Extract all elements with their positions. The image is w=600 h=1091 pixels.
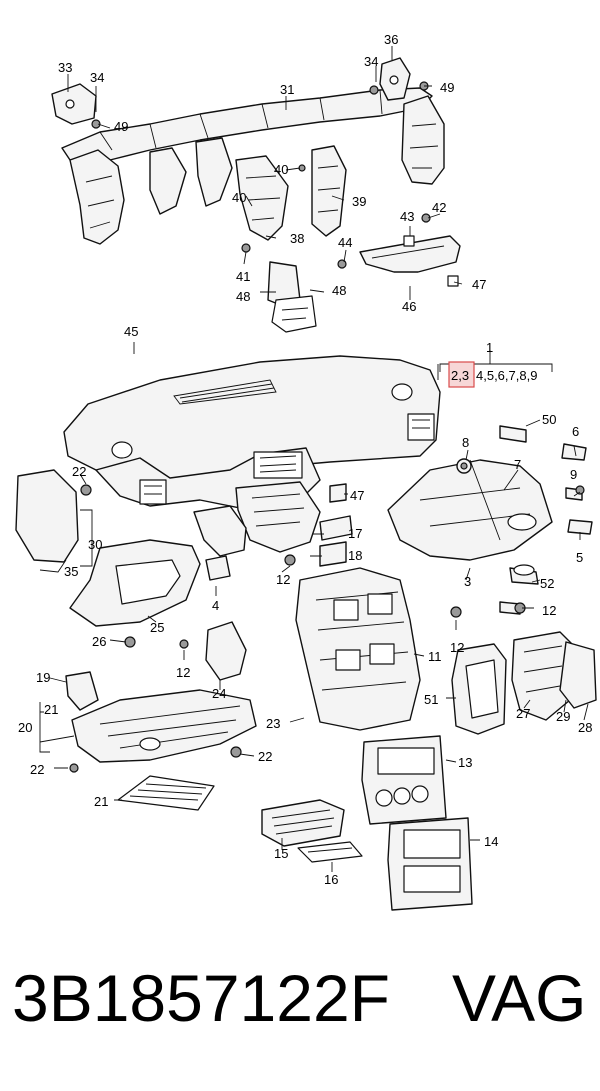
callout-c27: 27 <box>516 706 530 721</box>
callout-c21a: 21 <box>44 702 58 717</box>
callout-c20: 20 <box>18 720 32 735</box>
callout-c40a: 40 <box>274 162 288 177</box>
callout-c4: 4 <box>212 598 219 613</box>
callout-c52: 52 <box>540 576 554 591</box>
callout-c45: 45 <box>124 324 138 339</box>
callout-c43: 43 <box>400 209 414 224</box>
fasteners <box>69 81 585 773</box>
callout-c50: 50 <box>542 412 556 427</box>
callout-c9: 9 <box>570 467 577 482</box>
callout-c44: 44 <box>338 235 352 250</box>
cross-member-assembly <box>51 57 461 333</box>
callout-c11: 11 <box>428 649 442 664</box>
callout-c16: 16 <box>324 872 338 887</box>
callout-c49a: 49 <box>114 119 128 134</box>
callout-c12d: 12 <box>450 640 464 655</box>
callout-c6: 6 <box>572 424 579 439</box>
callout-c34a: 34 <box>90 70 104 85</box>
callout-c17: 17 <box>348 526 362 541</box>
leader-lines <box>39 46 589 872</box>
callout-c42: 42 <box>432 200 446 215</box>
callout-c25: 25 <box>150 620 164 635</box>
callout-c38: 38 <box>290 231 304 246</box>
callout-c19: 19 <box>36 670 50 685</box>
callout-c7: 7 <box>514 457 521 472</box>
callout-c24: 24 <box>212 686 226 701</box>
callout-c26: 26 <box>92 634 106 649</box>
callout-c23h: 2,3 <box>451 368 469 383</box>
callout-c3: 3 <box>464 574 471 589</box>
callout-c30: 30 <box>88 537 102 552</box>
callout-c41: 41 <box>236 269 250 284</box>
callout-c48a: 48 <box>236 289 250 304</box>
callout-c4to9: 4,5,6,7,8,9 <box>476 368 537 383</box>
callout-c12b: 12 <box>542 603 556 618</box>
callout-c5: 5 <box>576 550 583 565</box>
callout-c12c: 12 <box>176 665 190 680</box>
callout-c21b: 21 <box>94 794 108 809</box>
callout-c40b: 40 <box>232 190 246 205</box>
callout-c13: 13 <box>458 755 472 770</box>
callout-c49b: 49 <box>440 80 454 95</box>
callout-c15: 15 <box>274 846 288 861</box>
right-components <box>387 425 597 735</box>
callout-c12a: 12 <box>276 572 290 587</box>
callout-c46: 46 <box>402 299 416 314</box>
callout-c14: 14 <box>484 834 498 849</box>
callout-c23: 23 <box>266 716 280 731</box>
parts-exploded-diagram: 3334493136344940403938414342444746484845… <box>15 32 597 911</box>
callout-c48b: 48 <box>332 283 346 298</box>
dashboard-panel <box>63 355 441 553</box>
callout-c22b: 22 <box>258 749 272 764</box>
callout-c28: 28 <box>578 720 592 735</box>
callout-c22c: 22 <box>30 762 44 777</box>
callout-c1: 1 <box>486 340 493 355</box>
callout-c18: 18 <box>348 548 362 563</box>
callout-c29: 29 <box>556 709 570 724</box>
callout-c47b: 47 <box>350 488 364 503</box>
callout-c51: 51 <box>424 692 438 707</box>
callout-c36: 36 <box>384 32 398 47</box>
callout-c39: 39 <box>352 194 366 209</box>
callout-c47a: 47 <box>472 277 486 292</box>
callout-c33: 33 <box>58 60 72 75</box>
highlight-box <box>448 361 475 388</box>
callout-c31: 31 <box>280 82 294 97</box>
lower-components <box>261 735 473 911</box>
callout-c34b: 34 <box>364 54 378 69</box>
brand-name: VAG <box>452 961 587 1035</box>
center-console-frame <box>205 483 421 731</box>
callout-c22a: 22 <box>72 464 86 479</box>
callout-c35: 35 <box>64 564 78 579</box>
left-components <box>15 469 257 811</box>
callout-c8: 8 <box>462 435 469 450</box>
part-number: 3B1857122F <box>12 961 390 1035</box>
